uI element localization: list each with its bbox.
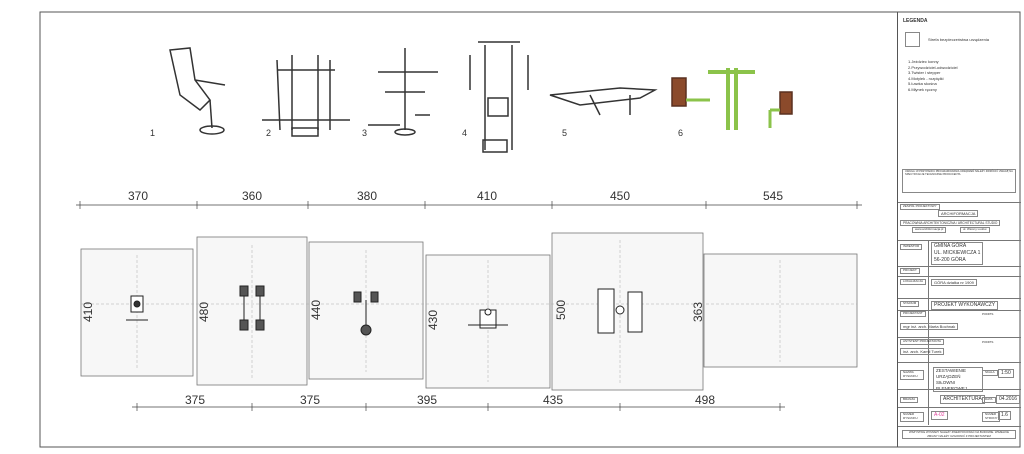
equipment-4-sketch (469, 41, 529, 153)
scale: 1:50 (998, 369, 1014, 378)
page-label: NUMER STRONY (982, 412, 1000, 422)
page-number: 1.6 (998, 411, 1011, 420)
width-dimension: 545 (763, 189, 783, 203)
investor-line: 56-200 GÓRA (934, 257, 966, 263)
equipment-number: 2 (266, 128, 271, 138)
width-dimension: 450 (610, 189, 630, 203)
legend-item: 2.Przywodziciel-odwodziciel (908, 64, 958, 70)
equipment-6-sketch (671, 68, 793, 130)
equipment-1-sketch (169, 47, 226, 135)
spacing-dimension: 498 (695, 393, 715, 407)
width-dimension: 380 (357, 189, 377, 203)
equipment-4-plan (468, 308, 508, 329)
drawing-label: NAZWA RYSUNKU (900, 370, 924, 380)
equipment-number: 6 (678, 128, 683, 138)
scale-label: SKALA (982, 370, 998, 376)
width-dimension: 410 (477, 189, 497, 203)
spacing-dimension: 435 (543, 393, 563, 407)
date-label: DATA (982, 397, 996, 403)
legend-item: 1.Jeździec konny (908, 59, 939, 64)
equipment-1-plan (126, 295, 148, 321)
equipment-3-sketch (368, 48, 438, 136)
equipment-5-sketch (549, 87, 658, 116)
equipment-3-plan (353, 291, 379, 336)
equipment-sketches (169, 41, 793, 153)
legend-list: 1.Jeździec konny 2.Przywodziciel-odwodzi… (908, 59, 958, 92)
depth-dimension: 500 (554, 300, 568, 320)
bottom-dimension-line (132, 403, 785, 411)
designer-label: PROJEKTANT (900, 311, 926, 317)
width-dimension: 360 (242, 189, 262, 203)
equipment-5-plan (597, 288, 643, 334)
legend-item: 6.Młynek ręczny (908, 86, 937, 92)
drawing-number-label: NUMER RYSUNKU (900, 412, 924, 422)
location-label: LOKALIZACJA (900, 279, 927, 285)
stage-label: STADIUM (900, 301, 920, 307)
signature-label: PODPIS (982, 340, 994, 344)
firm-name: ARCHIFORMACJA (938, 210, 979, 218)
branch-label: BRANŻA (900, 397, 919, 403)
depth-dimension: 480 (197, 302, 211, 322)
stage: PROJEKT WYKONAWCZY (931, 301, 999, 310)
assistant: inż. arch. Kamil Turek (900, 348, 945, 356)
footer-note: WSZYSTKIE WYMIARY NALEŻY ZWERYFIKOWAĆ NA… (902, 430, 1016, 440)
safety-zone-swatch (905, 32, 920, 47)
drawing-title: ZESTAWIENIE URZĄDZEŃ SIŁOWNI PLENEROWEJ (933, 367, 983, 393)
width-dimension: 370 (128, 189, 148, 203)
depth-dimension: 410 (81, 302, 95, 322)
equipment-2-plan (239, 285, 265, 331)
project-label: PROJEKT (900, 268, 920, 274)
plan-views (126, 285, 643, 336)
investor-label: INWESTOR (900, 244, 923, 250)
spacing-dimension: 375 (185, 393, 205, 407)
investor-line: UL. MICKIEWICZA 1 (934, 250, 981, 256)
legend-item: 5.Ławka skośna (908, 81, 937, 86)
depth-dimension: 440 (309, 300, 323, 320)
investor: GMINA GÓRA UL. MICKIEWICZA 1 56-200 GÓRA (931, 242, 984, 265)
date: 04.2016 (996, 395, 1021, 404)
legend-zone-label: Strefa bezpieczeństwa urządzenia (928, 37, 989, 42)
branch: ARCHITEKTURA (940, 395, 985, 404)
assistant-label: ASYSTENT PROJEKTANTA (900, 339, 945, 345)
legend-title: LEGENDA (903, 18, 928, 24)
equipment-number: 1 (150, 128, 155, 138)
equipment-number: 3 (362, 128, 367, 138)
legend-item: 4.Motylek - rozpiętki (908, 75, 944, 81)
investor-line: GMINA GÓRA (934, 243, 967, 249)
spacing-dimension: 375 (300, 393, 320, 407)
drawing-number: A-02 (931, 411, 948, 420)
location: GÓRA działka nr 1909 (931, 279, 977, 287)
legend-note: UWAGA: W PRZYPADKU PROGRAMOWANIA URZĄDZE… (902, 169, 1016, 193)
spacing-dimension: 395 (417, 393, 437, 407)
title-block: LEGENDA Strefa bezpieczeństwa urządzenia… (897, 12, 1021, 447)
address: ul. Wiosny Ludów (960, 227, 990, 233)
designer: mgr inż. arch. Marta Bochnak (900, 323, 959, 331)
author-label: ZESPÓŁ PROJEKTOWY (900, 204, 940, 210)
studio-name: PRACOWNIA ARCHITEKTONICZNA / ARCHITECTUR… (900, 220, 1001, 227)
depth-dimension: 430 (426, 310, 440, 330)
equipment-2-sketch (262, 55, 350, 137)
contact: www.archiformacja.pl (912, 227, 947, 233)
legend-item: 3.Twister i stepper (908, 70, 941, 75)
top-dimension-line (76, 201, 862, 209)
signature-label: PODPIS (982, 312, 994, 316)
equipment-number: 4 (462, 128, 467, 138)
safety-zone-6 (703, 253, 858, 368)
depth-dimension: 363 (691, 302, 705, 322)
sheet-border (39, 11, 1021, 448)
equipment-number: 5 (562, 128, 567, 138)
